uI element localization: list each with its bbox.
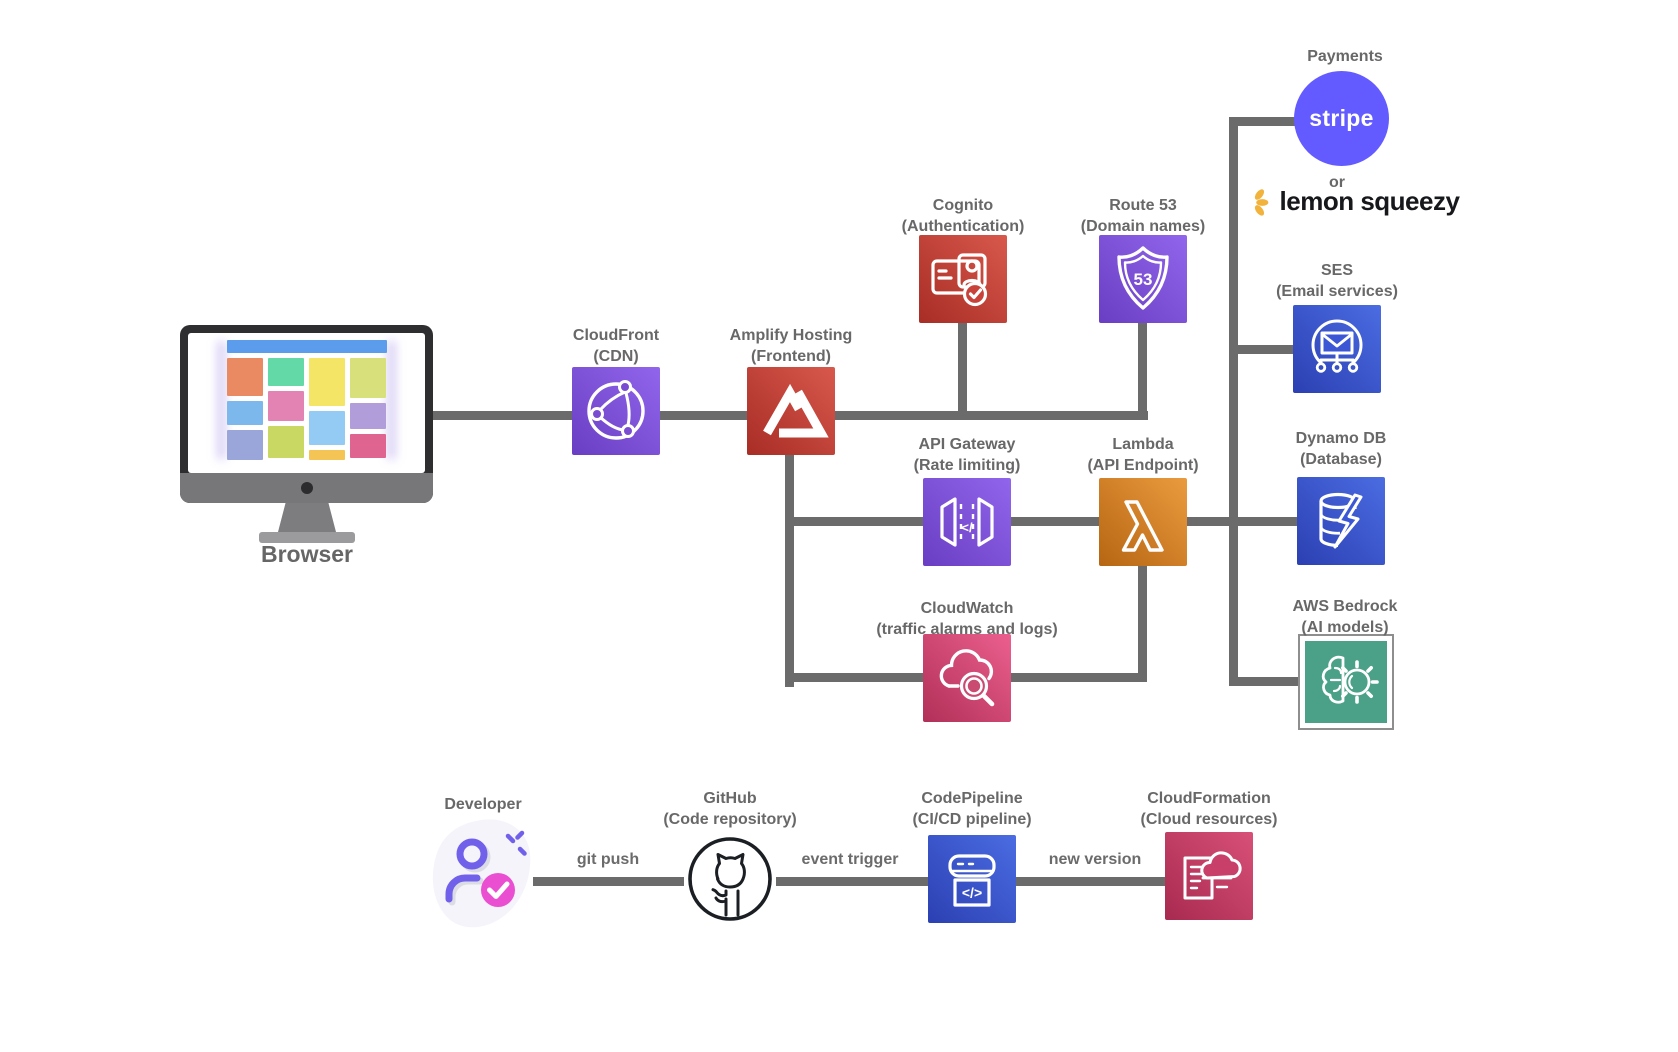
- edge-trunk-bedrock: [1233, 677, 1298, 686]
- event-trigger-edge-label: event trigger: [801, 851, 899, 868]
- edge-lambda-dynamodb: [1187, 517, 1297, 526]
- cloudwatch-label: CloudWatch (traffic alarms and logs): [876, 598, 1057, 640]
- cloudwatch-subtitle: (traffic alarms and logs): [876, 621, 1058, 638]
- github-subtitle: (Code repository): [663, 811, 797, 828]
- codepipeline-title: CodePipeline: [921, 790, 1023, 807]
- edge-amplify-main: [835, 411, 1148, 420]
- bedrock-label: AWS Bedrock (AI models): [1293, 596, 1398, 638]
- edge-apigateway-lambda: [1011, 517, 1099, 526]
- edge-cloudfront-amplify: [660, 411, 747, 420]
- bedrock-icon-inner: [1305, 641, 1387, 723]
- github-title: GitHub: [703, 790, 757, 807]
- monitor-stand-base: [259, 532, 355, 543]
- monitor-stand-neck: [278, 503, 336, 532]
- amplify-title: Amplify Hosting: [729, 327, 853, 344]
- cloudfront-icon: [572, 367, 660, 455]
- cognito-title: Cognito: [932, 197, 994, 214]
- api-gateway-label: API Gateway (Rate limiting): [914, 434, 1021, 476]
- bedrock-subtitle: (AI models): [1301, 619, 1389, 636]
- ses-title: SES: [1320, 262, 1354, 279]
- screen-glow-right: [388, 341, 395, 459]
- codepipeline-subtitle: (CI/CD pipeline): [912, 811, 1032, 828]
- lambda-label: Lambda (API Endpoint): [1087, 434, 1198, 476]
- bedrock-title: AWS Bedrock: [1292, 598, 1398, 615]
- edge-cloudwatch-left: [785, 673, 923, 682]
- codepipeline-icon: </>: [928, 835, 1016, 923]
- cloudwatch-icon: [923, 634, 1011, 722]
- dynamodb-subtitle: (Database): [1300, 451, 1382, 468]
- github-icon: [684, 833, 776, 925]
- ses-icon: [1293, 305, 1381, 393]
- route53-badge-text: 53: [1134, 270, 1153, 289]
- cloudfront-label: CloudFront (CDN): [573, 325, 659, 367]
- monitor-camera-dot: [301, 482, 313, 494]
- git-push-edge-label: git push: [576, 851, 640, 868]
- route53-icon: 53: [1099, 235, 1187, 323]
- dynamodb-label: Dynamo DB (Database): [1296, 428, 1387, 470]
- edge-amplify-down: [785, 455, 794, 687]
- api-gateway-title: API Gateway: [918, 436, 1016, 453]
- dynamodb-title: Dynamo DB: [1295, 430, 1387, 447]
- lambda-subtitle: (API Endpoint): [1087, 457, 1199, 474]
- codepipeline-glyph: </>: [962, 885, 982, 901]
- webpage-thumbnail: [227, 340, 387, 473]
- lambda-title: Lambda: [1112, 436, 1174, 453]
- edge-right-trunk: [1229, 117, 1238, 686]
- edge-lambda-cloudwatch: [1138, 566, 1147, 682]
- api-gateway-glyph: </: [961, 520, 973, 535]
- edge-route53-branch: [1138, 322, 1147, 420]
- ses-subtitle: (Email services): [1276, 283, 1398, 300]
- monitor-screen: [188, 333, 425, 473]
- edge-browser-cloudfront: [428, 411, 572, 420]
- cognito-subtitle: (Authentication): [901, 218, 1025, 235]
- cloudfront-subtitle: (CDN): [593, 348, 639, 365]
- lemon-icon: [1254, 188, 1269, 216]
- route53-label: Route 53 (Domain names): [1081, 195, 1205, 237]
- route53-subtitle: (Domain names): [1080, 218, 1206, 235]
- browser-label: Browser: [260, 541, 354, 567]
- edge-developer-github: [533, 877, 684, 886]
- api-gateway-icon: </: [923, 478, 1011, 566]
- edge-cognito-branch: [958, 322, 967, 420]
- edge-apigateway-left: [785, 517, 923, 526]
- cloudwatch-title: CloudWatch: [920, 600, 1014, 617]
- payments-label: Payments: [1307, 48, 1383, 65]
- lemon-squeezy-logo: lemon squeezy: [1245, 186, 1460, 217]
- cloudfront-title: CloudFront: [572, 327, 660, 344]
- cloudformation-label: CloudFormation (Cloud resources): [1141, 788, 1278, 830]
- ses-label: SES (Email services): [1276, 260, 1398, 302]
- lambda-icon: [1099, 478, 1187, 566]
- amplify-label: Amplify Hosting (Frontend): [730, 325, 853, 367]
- amplify-subtitle: (Frontend): [751, 348, 831, 365]
- edge-cloudwatch-right: [1011, 673, 1147, 682]
- bedrock-icon: [1298, 634, 1394, 730]
- browser-node: [180, 325, 433, 565]
- payments-or-label: or: [1329, 174, 1345, 191]
- developer-icon: [426, 814, 536, 936]
- dynamodb-icon: [1297, 477, 1385, 565]
- cloudformation-icon: [1165, 832, 1253, 920]
- cloudformation-subtitle: (Cloud resources): [1140, 811, 1278, 828]
- stripe-icon: stripe: [1294, 71, 1389, 166]
- cognito-icon: [919, 235, 1007, 323]
- webpage-header-bar: [227, 340, 387, 353]
- screen-glow-left: [218, 341, 225, 459]
- edge-trunk-stripe: [1233, 117, 1295, 126]
- edge-codepipeline-cloudformation: [1016, 877, 1165, 886]
- route53-title: Route 53: [1109, 197, 1177, 214]
- new-version-edge-label: new version: [1048, 851, 1142, 868]
- stripe-wordmark: stripe: [1309, 105, 1374, 131]
- cognito-label: Cognito (Authentication): [902, 195, 1025, 237]
- edge-github-codepipeline: [776, 877, 928, 886]
- edge-trunk-ses: [1233, 345, 1293, 354]
- lemon-squeezy-wordmark: lemon squeezy: [1279, 186, 1460, 216]
- webpage-tile-grid: [227, 358, 387, 468]
- developer-label: Developer: [444, 796, 522, 813]
- amplify-icon: [747, 367, 835, 455]
- api-gateway-subtitle: (Rate limiting): [913, 457, 1021, 474]
- codepipeline-label: CodePipeline (CI/CD pipeline): [912, 788, 1031, 830]
- github-label: GitHub (Code repository): [663, 788, 796, 830]
- cloudformation-title: CloudFormation: [1147, 790, 1271, 807]
